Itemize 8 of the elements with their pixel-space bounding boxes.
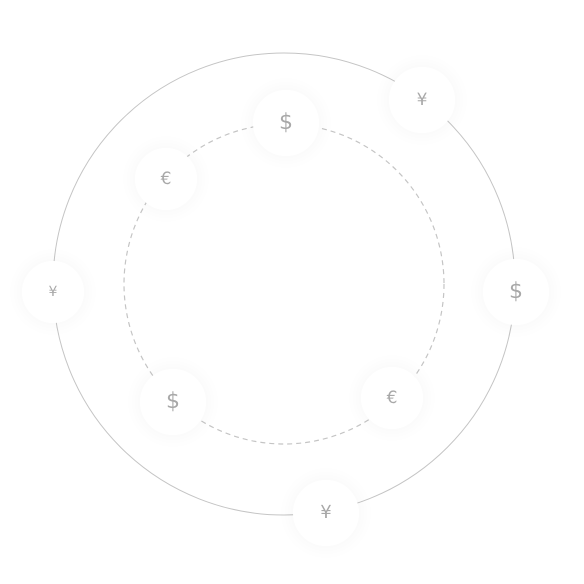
currency-symbol: ¥ [48,285,58,299]
currency-symbol: ¥ [416,92,428,108]
currency-symbol: € [160,170,172,188]
currency-symbol: $ [166,391,180,413]
currency-symbol: $ [279,112,293,134]
currency-symbol: ¥ [320,504,332,522]
currency-symbol: $ [509,281,523,303]
currency-symbol: € [386,390,398,406]
